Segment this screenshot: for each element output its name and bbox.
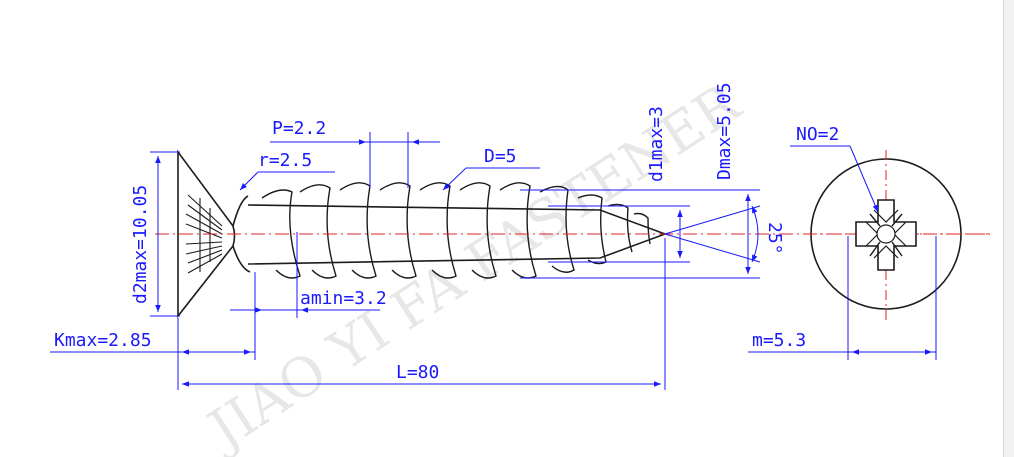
kmax-label: Kmax=2.85 [54, 330, 152, 351]
dimension-lines [50, 132, 761, 390]
l-label: L=80 [396, 362, 439, 383]
d1max-label: d1max=3 [646, 106, 667, 182]
amin-label: amin=3.2 [300, 288, 387, 309]
p-label: P=2.2 [272, 118, 326, 139]
d2max-label: d2max=10.05 [130, 185, 151, 304]
head-recess-lines [185, 194, 223, 274]
no-label: NO=2 [796, 124, 839, 145]
d-label: D=5 [484, 146, 517, 167]
m-label: m=5.3 [752, 330, 806, 351]
dmax-label: Dmax=5.05 [714, 82, 735, 180]
angle-label: 25° [764, 222, 785, 255]
right-border [1003, 0, 1014, 457]
r-label: r=2.5 [258, 150, 312, 171]
screw-threads [261, 182, 651, 279]
head-top-view [806, 150, 990, 322]
